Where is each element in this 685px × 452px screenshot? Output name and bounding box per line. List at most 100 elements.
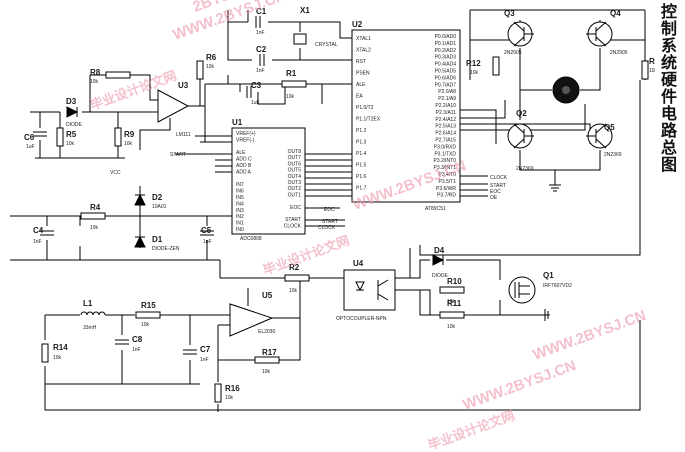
c2-value: 1nF	[256, 68, 265, 74]
d1-ref: D1	[152, 235, 163, 244]
u3-comparator: U3 LM111	[157, 81, 191, 138]
r12-component	[492, 56, 500, 76]
u4-ref: U4	[353, 259, 364, 268]
r1m-ref: R1	[649, 57, 655, 66]
u1-pin-label: VREF(-)	[236, 137, 255, 143]
u2-right-pins: P0.0/AD0P0.1/AD1P0.2/AD2P0.3/AD3P0.4/AD4…	[433, 34, 456, 199]
c2-component	[259, 54, 265, 66]
c5-component	[200, 230, 214, 236]
u2-pin-label: P2.3/A11	[436, 110, 456, 116]
u2-pin-label: P3.0/RXD	[434, 144, 457, 150]
r17-ref: R17	[262, 348, 277, 357]
u2-microcontroller: U2 AT89C51 XTAL1XTAL2RSTPSENALEEAP1.0/T2…	[351, 20, 461, 212]
net-oe: OE	[490, 195, 498, 201]
u1-pin-label: IN3	[236, 208, 244, 214]
r4-ref: R4	[90, 203, 101, 212]
net-eoc: EOC	[490, 189, 501, 195]
r9-component	[114, 127, 122, 147]
u1-pin-label: IN5	[236, 195, 244, 201]
c1-component	[255, 16, 261, 28]
c5-ref: C5	[201, 226, 212, 235]
r11-value: 10k	[447, 324, 456, 330]
r4-component	[80, 212, 106, 220]
u2-pin-label: P2.1/A9	[438, 96, 456, 102]
r10-value: 10k	[447, 299, 456, 305]
u2-pin-label: P1.3	[356, 140, 367, 146]
c3-value: 1uF	[251, 100, 260, 106]
u4-part: OPTOCOUPLER-NPN	[336, 316, 387, 322]
net-vcc: VCC	[110, 170, 121, 176]
u2-pin-label: P1.1/T2EX	[356, 117, 381, 123]
c6-value: 1uF	[26, 144, 35, 150]
q5-value: 2N2369	[604, 152, 622, 158]
u1-pin-label: CLOCK	[284, 223, 302, 229]
u2-pin-label: P3.1/TXD	[434, 151, 456, 157]
c2-ref: C2	[256, 45, 267, 54]
u2-pin-label: RST	[356, 59, 366, 65]
c8-value: 1nF	[132, 347, 141, 353]
r14-value: 10k	[53, 355, 62, 361]
c7-value: 1nF	[200, 357, 209, 363]
r16-ref: R16	[225, 384, 240, 393]
u1-pin-label: OUT6	[288, 161, 302, 167]
r1m-component	[641, 60, 649, 80]
u1-pin-label: OUT3	[288, 180, 302, 186]
l1-component	[80, 311, 106, 316]
r6-component	[196, 60, 204, 80]
u2-pin-label: P0.5/AD5	[435, 69, 457, 75]
r16-component	[214, 383, 222, 403]
r17-value: 10k	[262, 369, 271, 375]
c8-ref: C8	[132, 335, 143, 344]
r9-ref: R9	[124, 130, 135, 139]
u2-pin-label: EA	[356, 94, 363, 100]
r11-component	[439, 311, 465, 319]
d2-ref: D2	[152, 193, 163, 202]
u1-pin-label: IN7	[236, 182, 244, 188]
r5-value: 10k	[66, 141, 75, 147]
u2-part: AT89C51	[425, 206, 446, 212]
q4-transistor	[586, 21, 613, 47]
component-labels: C11nFC21nFC31uFC41nFC51nFC61uFC71nFC81nF…	[24, 7, 655, 401]
r1-component	[281, 80, 307, 88]
r15-value: 10k	[141, 322, 150, 328]
u2-pin-label: P2.4/A12	[435, 117, 456, 123]
r15-component	[135, 311, 161, 319]
u2-pin-label: P1.6	[356, 174, 367, 180]
u1-pin-label: IN1	[236, 221, 244, 227]
u1-pin-label: OUT8	[288, 149, 302, 155]
u2-pin-label: P3.5/T1	[438, 179, 456, 185]
r2-component	[284, 274, 310, 282]
r1m-value: 10k	[649, 68, 655, 74]
c8-component	[115, 339, 129, 345]
d4-component	[432, 254, 445, 266]
u2-pin-label: P0.7/AD7	[435, 82, 457, 88]
q3-value: 2N2905	[504, 50, 522, 56]
u2-pin-label: P3.4/T0	[438, 172, 456, 178]
u1-pin-label: ADD B	[236, 163, 252, 169]
r4-value: 10k	[90, 225, 99, 231]
u2-pin-label: P3.6/WR	[436, 186, 456, 192]
r14-component	[41, 343, 49, 363]
r5-component	[56, 127, 64, 147]
d3-component	[66, 106, 79, 118]
q1-mosfet: Q1 IRF7607VD2	[508, 271, 572, 304]
r8-component	[105, 71, 131, 79]
d2-value: 10A01	[152, 204, 167, 210]
net-start-left: START	[170, 152, 186, 158]
c3-component	[246, 86, 252, 98]
q4-ref: Q4	[610, 9, 621, 18]
r1-ref: R1	[286, 69, 297, 78]
u2-pin-label: P2.5/A13	[435, 124, 456, 130]
q4-value: 2N2905	[610, 50, 628, 56]
circuit-diagram: U2 AT89C51 XTAL1XTAL2RSTPSENALEEAP1.0/T2…	[10, 0, 655, 452]
u1-pin-label: ALE	[236, 150, 246, 156]
r11-ref: R11	[447, 299, 462, 308]
c6-ref: C6	[24, 133, 35, 142]
c6-component	[33, 131, 47, 137]
d4-ref: D4	[434, 246, 445, 255]
c7-component	[183, 349, 197, 355]
u3-part: LM111	[176, 132, 191, 138]
x1-value: CRYSTAL	[315, 42, 338, 48]
u2-pin-label: P1.7	[356, 186, 367, 192]
